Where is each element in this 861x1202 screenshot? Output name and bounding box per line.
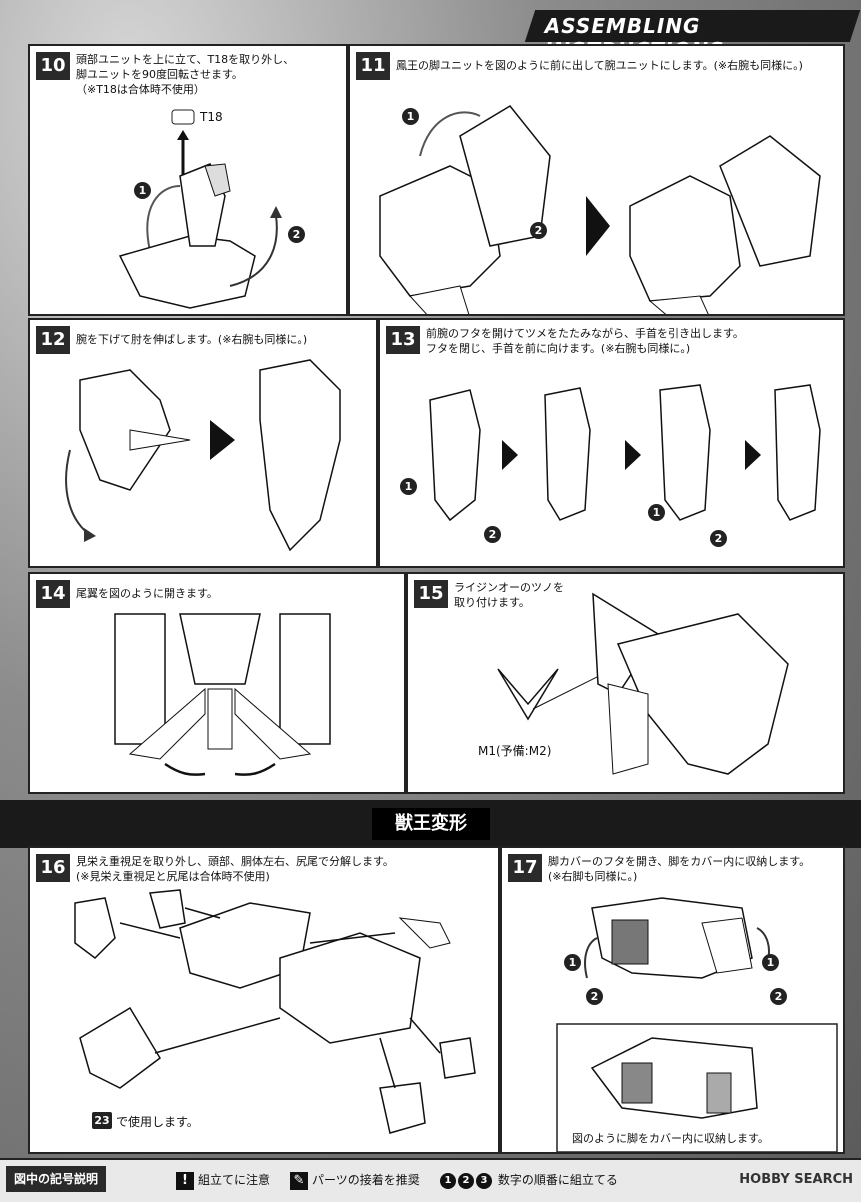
part-label-m1: M1(予備:M2) (478, 744, 552, 758)
part-label-t18: T18 (200, 110, 223, 124)
step-number: 12 (36, 326, 70, 354)
step-16-panel: 16 見栄え重視足を取り外し、頭部、胴体左右、尻尾で分解します。 (※見栄え重視… (28, 846, 500, 1154)
step-13-panel: 13 前腕のフタを開けてツメをたたみながら、手首を引き出します。 フタを閉じ、手… (378, 318, 845, 568)
step-14-illustration (114, 613, 331, 776)
step-10-illustration (118, 109, 282, 309)
step-13-illustration (429, 384, 821, 522)
step-text: 腕を下げて肘を伸ばします。(※右腕も同様に。) (76, 333, 308, 346)
legend-title: 図中の記号説明 (6, 1166, 107, 1192)
watermark: HOBBY SEARCH (739, 1172, 853, 1187)
step-text: 脚カバーのフタを開き、脚をカバー内に収納します。 (※右脚も同様に。) (548, 855, 811, 883)
exclamation-icon: ! (176, 1171, 194, 1190)
figure-caption: 図のように脚をカバー内に収納します。 (572, 1132, 769, 1145)
step-number: 11 (356, 52, 390, 80)
legend-glue: ✎ パーツの接着を推奨 (290, 1171, 420, 1190)
order-badge-2: 2 (484, 526, 501, 543)
step-17-illustration (556, 897, 838, 1152)
section-title: 獣王変形 (372, 808, 490, 840)
order-badge-2: 2 (586, 988, 603, 1005)
step-number: 14 (36, 580, 70, 608)
step-number: 17 (508, 854, 542, 882)
order-icon-1: 1 (440, 1172, 456, 1189)
legend-glue-label: パーツの接着を推奨 (312, 1173, 420, 1187)
step-15-illustration (497, 592, 789, 775)
step-text: 見栄え重視足を取り外し、頭部、胴体左右、尻尾で分解します。 (※見栄え重視足と尻… (76, 855, 394, 883)
step-14-panel: 14 尾翼を図のように開きます。 (28, 572, 406, 794)
order-icon-2: 2 (458, 1172, 474, 1189)
header-bar: ASSEMBLING INSTRUCTIONS (524, 10, 861, 62)
step-15-panel: 15 ライジンオーのツノを 取り付けます。 M1(予備:M2) (406, 572, 845, 794)
reference-step-badge: 23 (92, 1112, 112, 1129)
step-text: 尾翼を図のように開きます。 (76, 587, 218, 600)
step-11-illustration (379, 105, 821, 314)
step-11-panel: 11 鳳王の脚ユニットを図のように前に出して腕ユニットにします。(※右腕も同様に… (348, 44, 845, 316)
order-badge-1: 1 (400, 478, 417, 495)
order-badge-1: 1 (134, 182, 151, 199)
legend-order-label: 数字の順番に組立てる (497, 1173, 618, 1187)
legend-caution: ! 組立てに注意 (176, 1171, 270, 1190)
step-10-panel: 10 頭部ユニットを上に立て、T18を取り外し、 脚ユニットを90度回転させます… (28, 44, 348, 316)
order-badge-1: 1 (648, 504, 665, 521)
step-number: 10 (36, 52, 70, 80)
step-text: 鳳王の脚ユニットを図のように前に出して腕ユニットにします。(※右腕も同様に。) (396, 59, 803, 72)
order-badge-1: 1 (762, 954, 779, 971)
order-icon-3: 3 (476, 1172, 492, 1189)
glue-icon: ✎ (290, 1171, 308, 1190)
order-badge-2: 2 (288, 226, 305, 243)
step-16-illustration (74, 889, 476, 1134)
step-number: 15 (414, 580, 448, 608)
order-badge-1: 1 (564, 954, 581, 971)
order-badge-2: 2 (710, 530, 727, 547)
order-badge-2: 2 (770, 988, 787, 1005)
step-17-panel: 17 脚カバーのフタを開き、脚をカバー内に収納します。 (※右脚も同様に。) 1… (500, 846, 845, 1154)
step-12-illustration (65, 359, 341, 552)
step-text: ライジンオーのツノを 取り付けます。 (454, 581, 564, 609)
step-text: 頭部ユニットを上に立て、T18を取り外し、 脚ユニットを90度回転させます。 （… (76, 53, 295, 96)
step-text: 前腕のフタを開けてツメをたたみながら、手首を引き出します。 フタを閉じ、手首を前… (426, 327, 744, 355)
order-badge-2: 2 (530, 222, 547, 239)
step-number: 16 (36, 854, 70, 882)
legend-caution-label: 組立てに注意 (198, 1173, 271, 1187)
step-12-panel: 12 腕を下げて肘を伸ばします。(※右腕も同様に。) (28, 318, 378, 568)
step-number: 13 (386, 326, 420, 354)
reference-note: で使用します。 (116, 1115, 199, 1129)
order-badge-1: 1 (402, 108, 419, 125)
